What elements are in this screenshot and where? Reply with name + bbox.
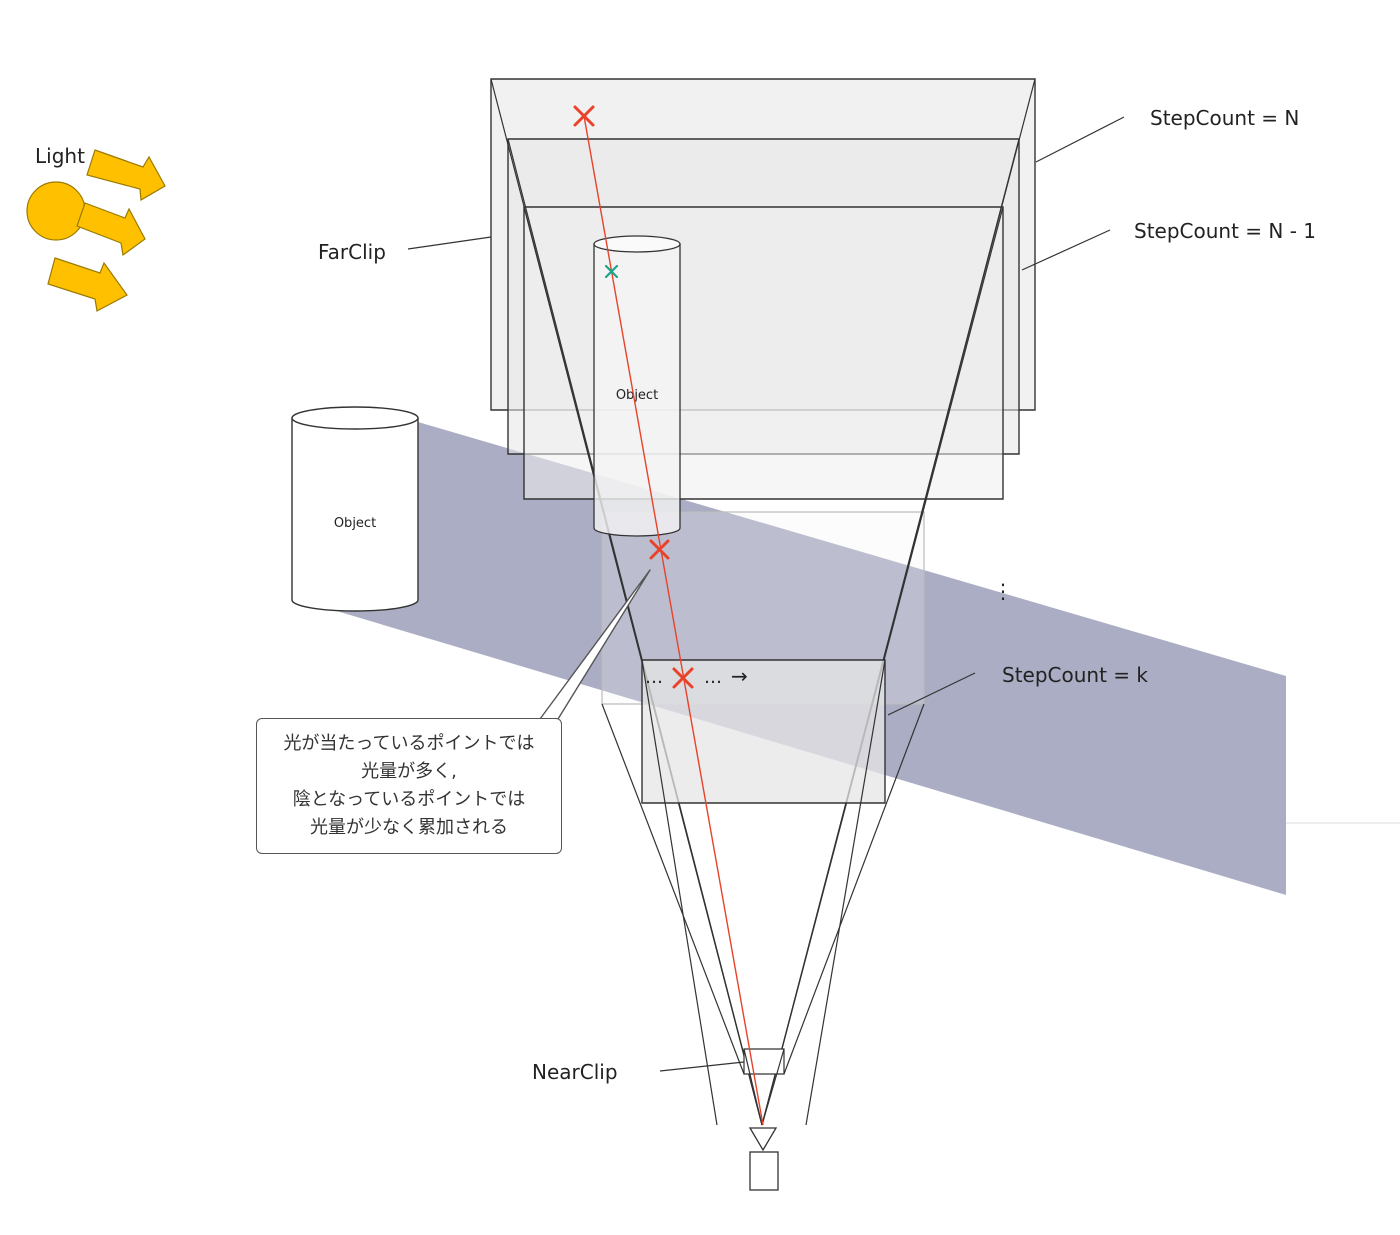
light-label: Light [35,144,85,168]
step-k-frustum-right [805,659,886,1126]
object-tall-label: Object [616,388,658,403]
light-source-icon [26,181,86,241]
leader-step-n [1035,116,1125,163]
object-left-cylinder [291,406,419,612]
callout-line-3: 陰となっているポイントでは [292,789,526,810]
leader-step-n1 [1021,229,1111,271]
step-n-label: StepCount = N [1150,106,1299,130]
light-arrow-icon [76,202,146,257]
step-k-frustum-left [641,659,718,1126]
object-tall-cylinder [593,235,681,537]
callout-line-2: 光量が多く, [361,761,457,782]
view-ray [583,115,764,1126]
sample-marker-mid-cross-marker-icon [649,539,670,560]
sample-marker-k-cross-marker-icon [672,667,694,689]
shadow-band [320,422,1286,895]
object-left-label: Object [334,516,376,531]
leader-farclip [407,236,492,250]
dots-left: … [645,667,663,688]
near-clip-label: NearClip [532,1060,618,1084]
leader-step-k [887,672,976,716]
camera-icon [748,1127,779,1191]
callout-line-4: 光量が少なく累加される [310,817,508,838]
callout-line-1: 光が当たっているポイントでは [283,733,535,754]
lit-sample-cross-marker-icon [604,264,619,279]
light-arrow-icon [47,257,128,312]
step-k-label: StepCount = k [1002,663,1148,687]
far-clip-label: FarClip [318,240,386,264]
callout-box: 光が当たっているポイントでは 光量が多く, 陰となっているポイントでは 光量が少… [256,718,562,854]
near-clip-plane [743,1048,785,1075]
light-arrow-icon [86,149,166,201]
vertical-dots: ⋮ [993,579,1013,603]
direction-arrow: → [731,664,748,688]
step-n1-label: StepCount = N - 1 [1134,219,1316,243]
leader-nearclip [659,1061,745,1072]
dots-right: … [704,667,722,688]
step-k-frame [641,659,886,804]
sample-marker-far-cross-marker-icon [573,105,595,127]
